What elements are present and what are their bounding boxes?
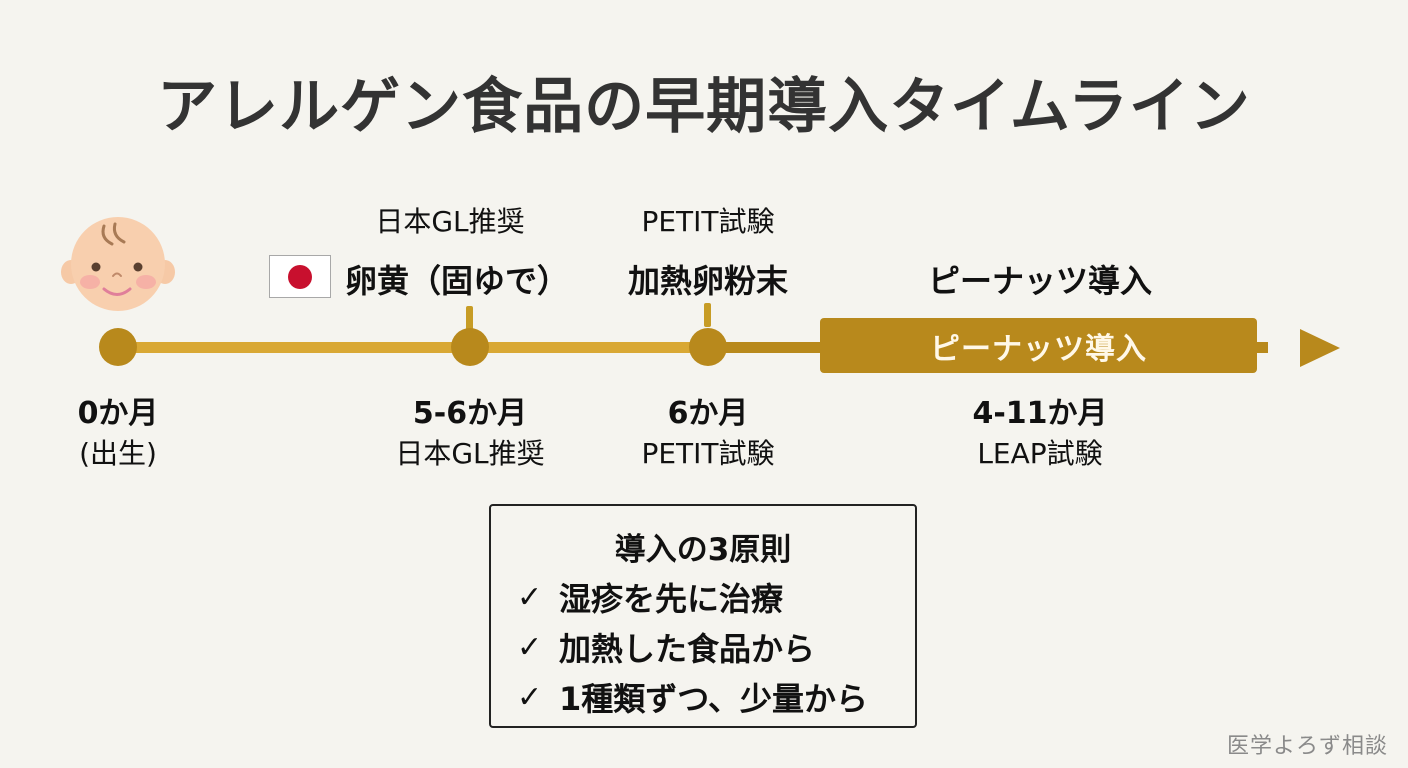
milestone-6m-source: PETIT試験 bbox=[641, 205, 775, 238]
milestone-peanut-sub: LEAP試験 bbox=[977, 437, 1103, 470]
milestone-peanut-food: ピーナッツ導入 bbox=[927, 262, 1153, 300]
principle-item: ✓ 湿疹を先に治療 bbox=[517, 574, 783, 620]
principle-text: 1種類ずつ、少量から bbox=[559, 680, 868, 718]
milestone-5-6m-source: 日本GL推奨 bbox=[375, 205, 525, 238]
timeline-node-0m bbox=[99, 328, 137, 366]
principles-box: 導入の3原則 ✓ 湿疹を先に治療 ✓ 加熱した食品から ✓ 1種類ずつ、少量から bbox=[489, 504, 917, 728]
milestone-6m-food: 加熱卵粉末 bbox=[627, 262, 789, 300]
principle-item: ✓ 加熱した食品から bbox=[517, 624, 815, 670]
page-title: アレルゲン食品の早期導入タイムライン bbox=[157, 72, 1251, 142]
timeline-line-early bbox=[118, 342, 708, 353]
principles-title: 導入の3原則 bbox=[614, 532, 792, 568]
principle-text: 湿疹を先に治療 bbox=[559, 580, 784, 618]
milestone-peanut-month: 4-11か月 bbox=[972, 396, 1108, 431]
checkmark-icon: ✓ bbox=[517, 679, 543, 715]
checkmark-icon: ✓ bbox=[517, 629, 543, 665]
milestone-6m-month: 6か月 bbox=[667, 396, 749, 431]
principle-item: ✓ 1種類ずつ、少量から bbox=[517, 674, 868, 720]
principle-text: 加熱した食品から bbox=[559, 630, 816, 668]
timeline-stem-6m bbox=[704, 303, 711, 327]
timeline-stem-5-6m bbox=[466, 306, 473, 330]
milestone-5-6m-sub: 日本GL推奨 bbox=[395, 437, 545, 470]
timeline-node-5-6m bbox=[451, 328, 489, 366]
milestone-5-6m-food: 卵黄（固ゆで） bbox=[345, 262, 570, 300]
milestone-0m-sub: (出生) bbox=[79, 437, 157, 470]
timeline-node-6m bbox=[689, 328, 727, 366]
japan-flag-icon bbox=[269, 255, 331, 298]
peanut-bar-label: ピーナッツ導入 bbox=[930, 331, 1147, 367]
peanut-introduction-bar: ピーナッツ導入 bbox=[820, 318, 1257, 373]
watermark: 医学よろず相談 bbox=[1226, 734, 1388, 759]
timeline-arrow-icon bbox=[1300, 329, 1340, 367]
milestone-0m-month: 0か月 bbox=[77, 396, 159, 431]
checkmark-icon: ✓ bbox=[517, 579, 543, 615]
milestone-6m-sub: PETIT試験 bbox=[641, 437, 775, 470]
baby-face-icon bbox=[60, 212, 176, 316]
milestone-5-6m-month: 5-6か月 bbox=[412, 396, 528, 431]
